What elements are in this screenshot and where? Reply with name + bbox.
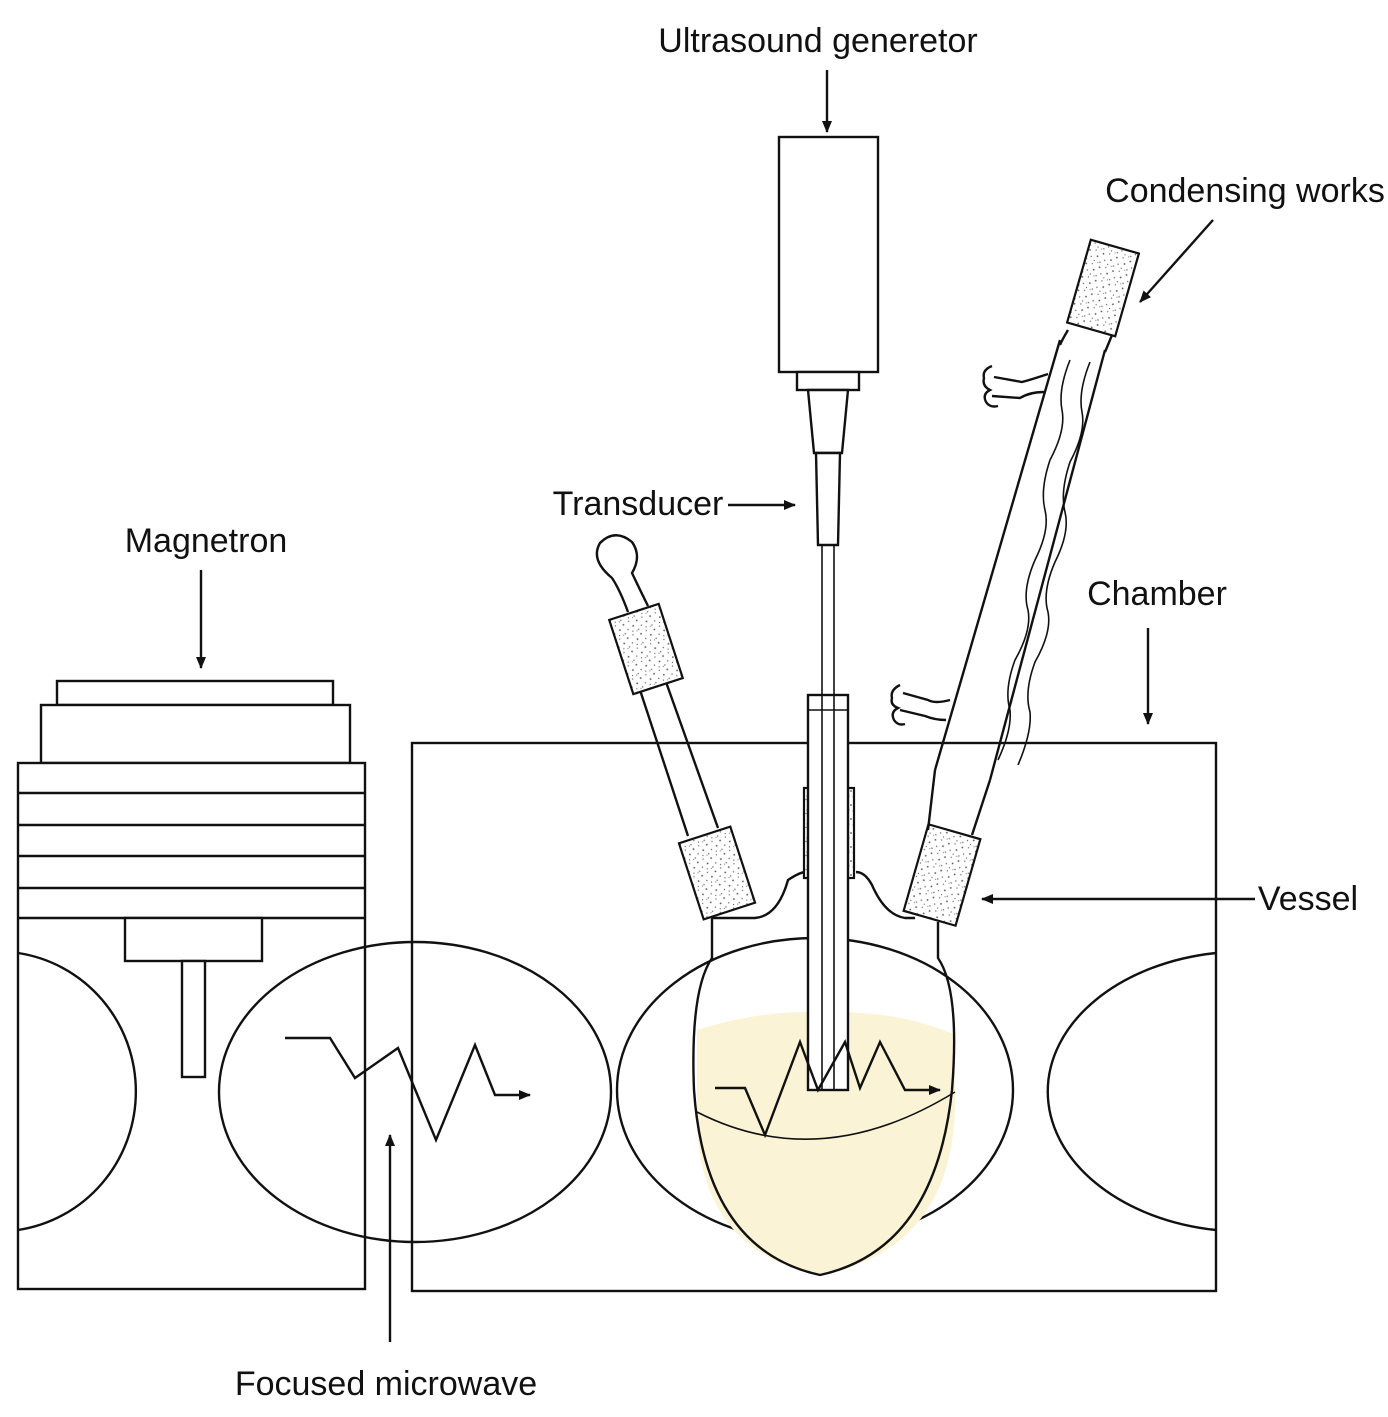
field-ellipse-left-partial [17,951,137,1232]
left-side-arm [595,534,757,921]
arrow-condensing-works [1139,219,1214,303]
ultrasound-generator-box [777,135,880,374]
condenser-top-joint [1065,238,1141,338]
condenser [890,238,1141,928]
ultrasound-assembly [777,135,880,1092]
probe-sleeve [806,693,850,1092]
condenser-lower-joint [902,822,982,928]
field-ellipse-1 [217,940,613,1244]
magnetron-antenna [180,959,207,1079]
ultrasound-coupler [795,370,861,392]
left-arm-upper-joint [607,602,685,696]
field-ellipse-right-partial [1046,951,1217,1232]
left-arm-stopper-bulb [595,534,650,613]
label-chamber: Chamber [1087,575,1227,613]
label-transducer: Transducer [553,485,724,523]
left-arm-lower-joint [677,825,757,921]
microwave-wave-left [285,1036,531,1144]
label-focused-microwave: Focused microwave [235,1365,537,1403]
transducer-tip [814,451,842,547]
transducer-horn [806,388,850,455]
magnetron-antenna-base [123,916,264,963]
label-condensing-works: Condensing works [1105,172,1385,210]
magnetron-top-cap [55,679,335,707]
vessel-liquid [696,1011,955,1275]
label-vessel: Vessel [1258,880,1358,918]
microwave-wave-vessel [715,1038,941,1139]
label-ultrasound-generator: Ultrasound generetor [658,22,977,60]
label-magnetron: Magnetron [125,522,288,560]
magnetron [16,679,367,1291]
magnetron-upper-block [39,703,352,765]
